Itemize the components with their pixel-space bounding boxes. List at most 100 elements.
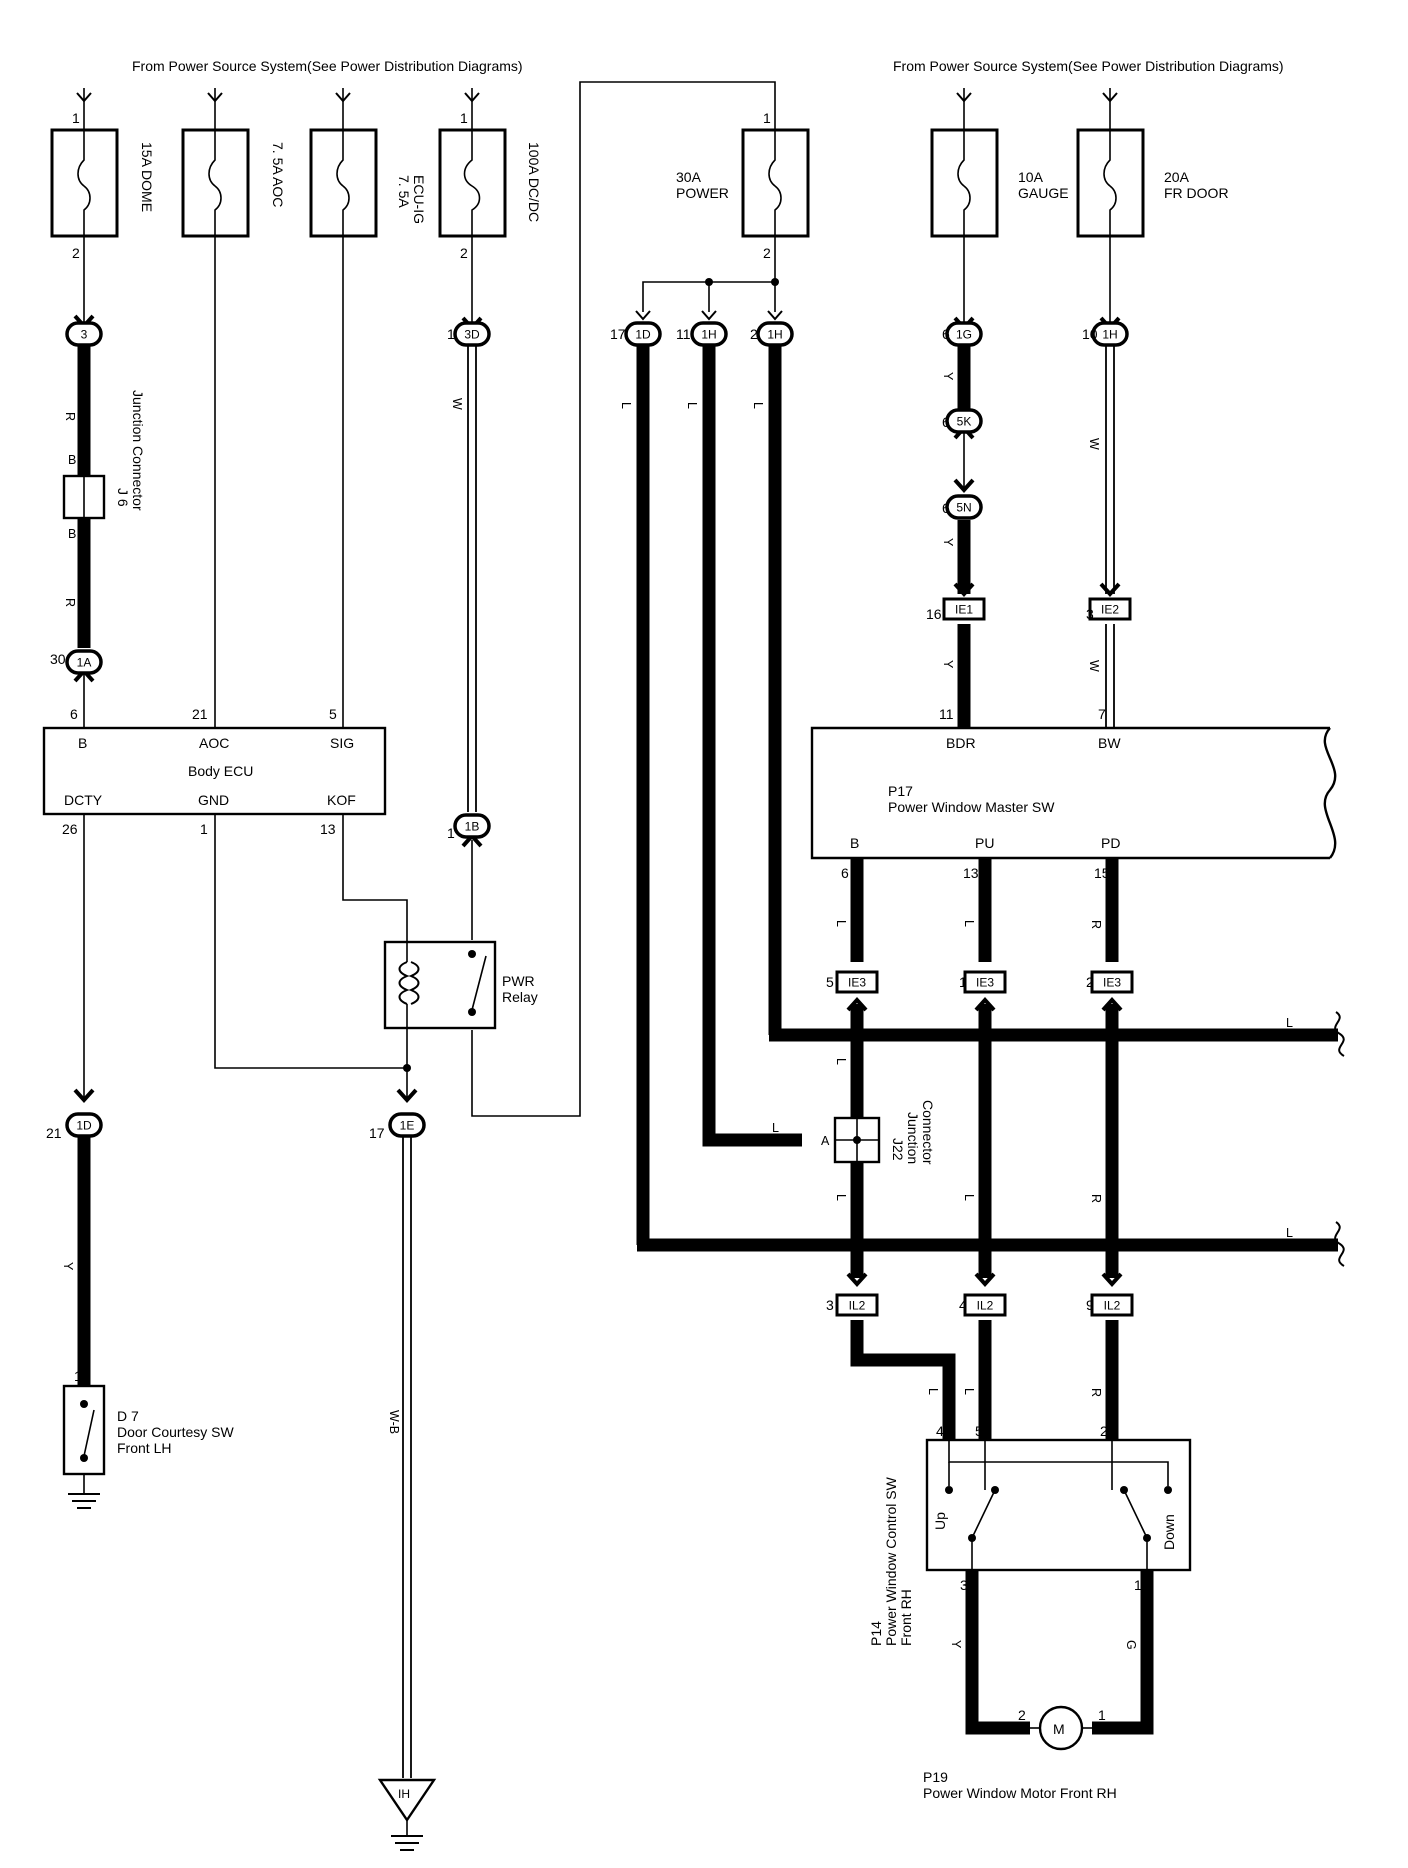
master-name: Power Window Master SW [888,799,1055,815]
wire-color: B [68,527,76,541]
connector-label: IL2 [977,1299,994,1313]
ecu-pin-gnd: GND [198,792,229,808]
fuse-aoc [181,128,250,238]
pin-label: 30 [50,651,66,667]
fuse-ecu-ig [309,128,378,238]
pin-label: 11 [676,326,691,342]
fuse-gauge [930,128,999,238]
connector-label: 1E [400,1119,415,1133]
fuse-fr-door [1076,128,1145,238]
j22-name: Junction [905,1112,921,1164]
connector-label: IE1 [955,603,973,617]
master-pin-pu: PU [975,835,994,851]
pin-label: 1 [200,821,208,837]
wire-color: L [834,1058,848,1065]
connector-label: IE3 [976,976,994,990]
pin-label: 1 [1134,1577,1142,1593]
body-ecu-name: Body ECU [188,763,253,779]
fuse-ecu-ig-label-2: ECU-IG [411,175,427,224]
connector-c1h: 1H [756,321,794,347]
wire-color: Y [941,372,955,381]
wire-color: A [851,1101,860,1115]
pin-label: 1 [447,825,455,841]
fuse-fr-door-label-1: 20A [1164,169,1190,185]
connector-label: 1D [635,328,651,342]
ecu-pin-b: B [78,735,87,751]
wire-color: W-B [387,1410,401,1434]
connector-label: 5K [957,415,972,429]
pin-label: 1 [959,974,967,990]
wire-color: Y [949,1640,963,1649]
j22-connector [833,1116,881,1164]
ground-label: IH [398,1787,410,1801]
d7-name: Door Courtesy SW [117,1424,234,1440]
connector-ie2: IE2 [1088,597,1132,621]
fuse-power-label-2: POWER [676,185,729,201]
pin-label: 6 [942,500,950,516]
connector-label: IE3 [848,976,866,990]
fuse-ecu-ig-label-1: 7. 5A [396,175,412,208]
fuse-input-arrows [76,88,1118,132]
wire-color: L [962,1388,976,1395]
connector-label: 3 [81,328,88,342]
connector-label: 1H [1102,328,1117,342]
connector-c1a: 1A [65,649,103,675]
master-pin-bdr: BDR [946,735,976,751]
wire-color: W [1087,660,1101,672]
wire-color: Y [941,660,955,669]
connector-c5k: 5K [945,408,983,434]
fuse-dome-label: 15A DOME [139,142,155,212]
fuse-dcdc-label: 100A DC/DC [526,142,542,222]
connector-label: 1G [956,328,972,342]
power-window-motor [1030,1705,1092,1751]
d7-location: Front LH [117,1440,171,1456]
wire-color: A [821,1134,830,1148]
connector-ie3: IE3 [835,970,879,994]
pin-label: 1 [763,110,771,126]
pin-label: 6 [841,865,849,881]
wire-color: W [450,398,464,410]
ecu-pin-dcty: DCTY [64,792,103,808]
connector-c1b: 1B [453,813,491,839]
header-right: From Power Source System(See Power Distr… [893,58,1284,74]
pin-label: 2 [460,245,468,261]
motor-id: P19 [923,1769,948,1785]
connector-label: IL2 [1104,1299,1121,1313]
power-window-control-sw [925,1438,1192,1572]
wire-color: Y [941,538,955,547]
pin-label: 9 [1086,1297,1094,1313]
connector-il2: IL2 [835,1293,879,1317]
fuse-gauge-label-1: 10A [1018,169,1044,185]
pin-label: 2 [1018,1707,1026,1723]
pin-label: 13 [963,865,979,881]
fuse-gauge-label-2: GAUGE [1018,185,1069,201]
connector-label: 1H [767,328,782,342]
pin-label: 5 [826,974,834,990]
connector-il2: IL2 [1090,1293,1134,1317]
wire-color: R [63,598,77,607]
fuse-power-label-1: 30A [676,169,702,185]
j6-name: Junction Connector [130,390,146,511]
door-courtesy-switch [62,1384,106,1509]
pin-label: 2 [1100,1423,1108,1439]
connector-c1h: 1H [1091,321,1129,347]
relay-type: Relay [502,989,538,1005]
connector-c1e: 1E [388,1112,426,1138]
pin-label: 10 [1082,326,1098,342]
pin-label: 4 [936,1423,944,1439]
j22-id: J22 [890,1138,906,1161]
pin-label: 2 [72,245,80,261]
ecu-pin-aoc: AOC [199,735,229,751]
power-window-master-sw [810,726,1337,860]
master-id: P17 [888,783,913,799]
pin-label: 6 [942,414,950,430]
connector-label: IL2 [849,1299,866,1313]
pin-label: 3 [826,1297,834,1313]
pin-label: 6 [70,706,78,722]
master-pin-pd: PD [1101,835,1120,851]
body-ecu [42,726,387,816]
pin-label: 1 [74,1368,82,1384]
power-feed-wire [471,81,783,1117]
pin-label: 16 [926,606,942,622]
